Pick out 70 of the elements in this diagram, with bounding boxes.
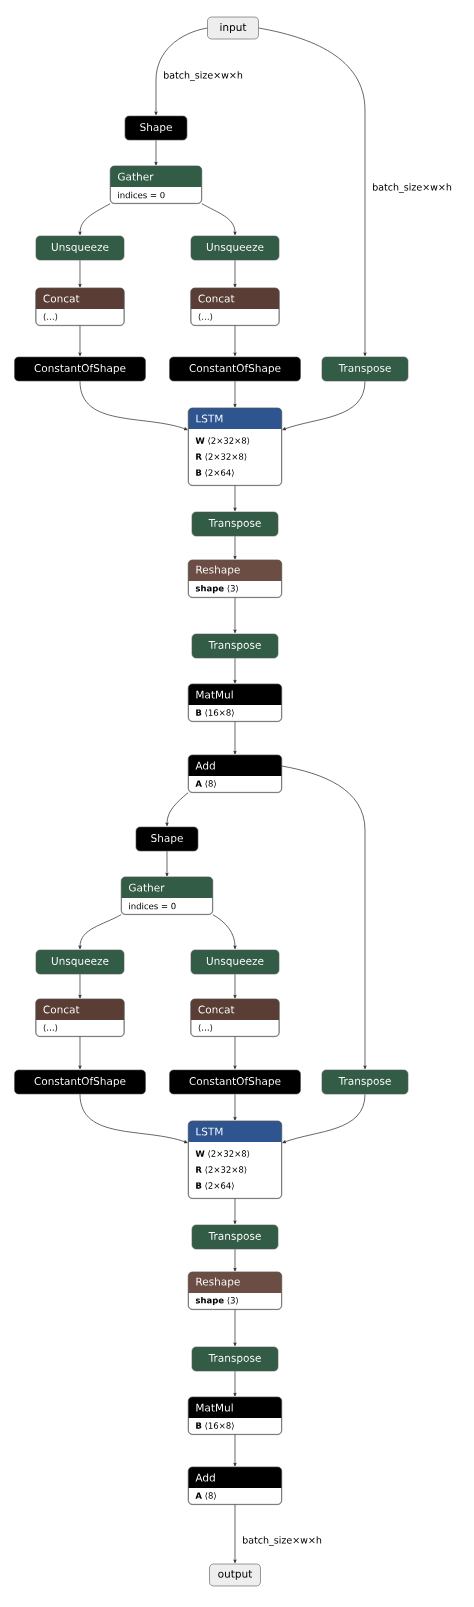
operator-box: ConstantOfShape [169, 356, 301, 382]
arrow [233, 485, 237, 512]
operator-box: ConstantOfShape [14, 356, 146, 382]
operator-box: Unsqueeze [190, 949, 280, 975]
arrow [165, 792, 189, 827]
arrow [233, 1434, 237, 1467]
arrow [79, 1093, 188, 1144]
operator-box: Unsqueeze [190, 235, 280, 261]
arrow [233, 1036, 237, 1070]
arrow [233, 535, 237, 560]
arrow [233, 259, 237, 288]
edge-label: batch_size×w×h [241, 1535, 323, 1547]
arrow [233, 1504, 237, 1564]
operator-box: Concat ⟨…⟩ [35, 998, 125, 1037]
operator-box: Shape [135, 826, 199, 852]
arrow [79, 380, 188, 431]
arrow [165, 850, 169, 877]
arrow [233, 973, 237, 999]
edge-label: batch_size×w×h [162, 70, 244, 82]
operator-box: Unsqueeze [35, 949, 125, 975]
arrow [78, 1036, 82, 1070]
operator-box: Reshape shape ⟨3⟩ [187, 559, 283, 598]
operator-box: Concat ⟨…⟩ [35, 287, 125, 326]
operator-box: Reshape shape ⟨3⟩ [187, 1271, 283, 1310]
operator-box: Transpose [191, 1224, 279, 1250]
arrow [233, 380, 237, 408]
arrow [78, 325, 82, 357]
operator-box: Transpose [321, 356, 409, 382]
operator-box: MatMul B ⟨16×8⟩ [187, 1396, 283, 1435]
arrow [233, 1370, 237, 1397]
arrow [78, 259, 82, 288]
operator-box: Add A ⟨8⟩ [187, 1466, 283, 1505]
operator-box: Transpose [191, 511, 279, 537]
arrow [281, 765, 367, 1070]
arrow [78, 973, 82, 999]
arrow [212, 914, 237, 950]
operator-box: LSTM W ⟨2×32×8⟩ R ⟨2×32×8⟩ B ⟨2×64⟩ [187, 407, 283, 486]
operator-box: ConstantOfShape [169, 1069, 301, 1095]
arrow [154, 27, 208, 116]
operator-box: Gather indices = 0 [109, 165, 203, 204]
arrow [258, 27, 367, 357]
arrow [201, 203, 237, 236]
arrow [282, 1093, 366, 1144]
operator-box: Transpose [191, 1346, 279, 1372]
tensor-box: input [207, 16, 259, 40]
operator-box: Gather indices = 0 [120, 876, 214, 915]
arrow [233, 1248, 237, 1272]
operator-box: Add A ⟨8⟩ [187, 754, 283, 793]
arrow [233, 721, 237, 755]
arrow [233, 1198, 237, 1225]
tensor-box: output [209, 1563, 261, 1587]
operator-box: Transpose [191, 633, 279, 659]
operator-box: MatMul B ⟨16×8⟩ [187, 683, 283, 722]
operator-box: Transpose [321, 1069, 409, 1095]
operator-box: LSTM W ⟨2×32×8⟩ R ⟨2×32×8⟩ B ⟨2×64⟩ [187, 1120, 283, 1199]
edge-label: batch_size×w×h [371, 182, 453, 194]
arrow [233, 325, 237, 357]
arrow [78, 203, 111, 236]
arrow [154, 140, 158, 166]
arrow [233, 1093, 237, 1121]
operator-box: Shape [124, 115, 188, 141]
arrow [282, 380, 366, 431]
arrow [233, 597, 237, 634]
operator-box: Concat ⟨…⟩ [190, 287, 280, 326]
arrow [233, 657, 237, 684]
arrow [233, 1309, 237, 1347]
operator-box: ConstantOfShape [14, 1069, 146, 1095]
operator-box: Concat ⟨…⟩ [190, 998, 280, 1037]
operator-box: Unsqueeze [35, 235, 125, 261]
arrow [78, 914, 122, 950]
